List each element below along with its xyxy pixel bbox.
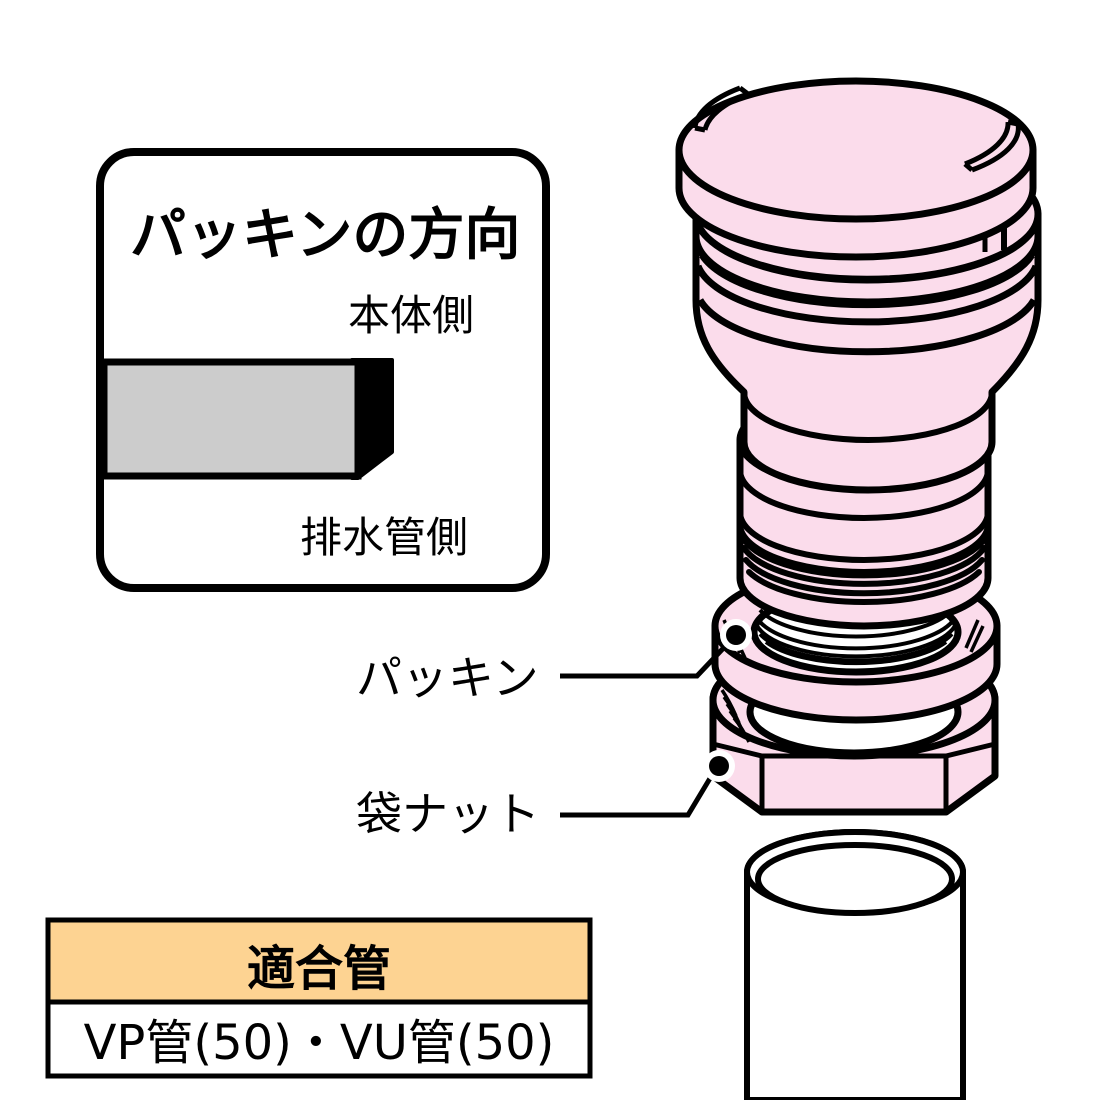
- callout-label-cap-nut: 袋ナット: [356, 787, 540, 841]
- packing-section-body: [100, 358, 362, 480]
- assembly-drawing: [675, 77, 1042, 1100]
- callout-label-packing: パッキン: [356, 651, 539, 705]
- panel-top-label: 本体側: [348, 291, 474, 340]
- compatible-pipe-table: 適合管 VP管(50)・VU管(50): [45, 917, 593, 1079]
- leader-line-packing: [560, 636, 735, 679]
- leader-dot-packing: [726, 625, 746, 645]
- drain-pipe: [744, 829, 966, 1100]
- body-cap: [675, 77, 1037, 261]
- table-row: [45, 999, 593, 1079]
- table-cell-compatible-pipe: VP管(50)・VU管(50): [84, 1015, 555, 1071]
- packing-direction-panel: パッキンの方向 本体側 排水管側: [96, 148, 550, 592]
- panel-title: パッキンの方向: [130, 203, 520, 268]
- leader-line-cap-nut: [560, 768, 718, 818]
- panel-bottom-label: 排水管側: [300, 513, 468, 562]
- nut-thread-hatch: [720, 689, 751, 743]
- leader-dot-cap-nut: [709, 756, 729, 776]
- table-header-label: 適合管: [247, 941, 391, 997]
- callout-leaders: [560, 619, 752, 818]
